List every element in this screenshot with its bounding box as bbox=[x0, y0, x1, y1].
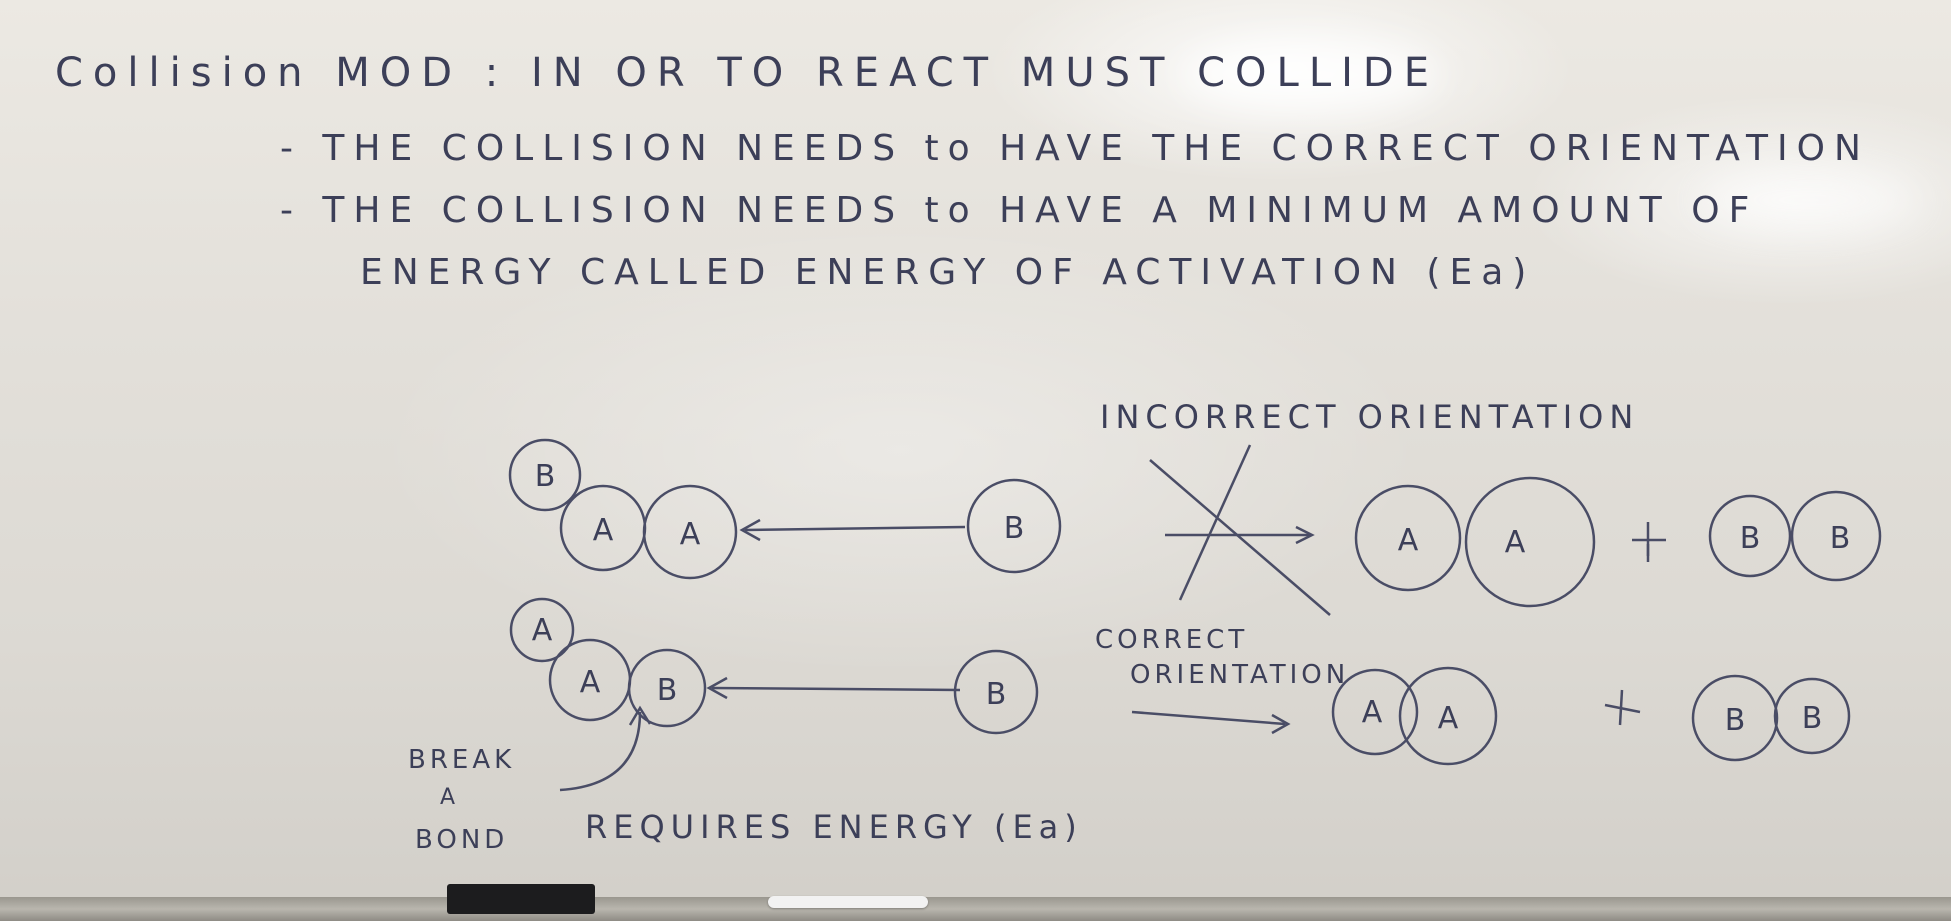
molecule-circle bbox=[509, 597, 575, 663]
atom-label: B bbox=[986, 677, 1007, 712]
bullet-orientation: - THE COLLISION NEEDS to HAVE THE CORREC… bbox=[280, 128, 1870, 169]
molecule-circle bbox=[953, 649, 1039, 735]
marker bbox=[768, 896, 928, 908]
arrow-head bbox=[1295, 525, 1315, 545]
arrow-head bbox=[706, 676, 728, 700]
molecule-circle bbox=[1464, 476, 1596, 608]
plus-sign bbox=[1604, 703, 1641, 714]
atom-label: A bbox=[1505, 525, 1526, 560]
molecule-circle bbox=[508, 438, 582, 512]
atom-label: A bbox=[1438, 701, 1459, 736]
cross-out-line bbox=[1149, 459, 1331, 616]
molecule-circle bbox=[627, 648, 707, 728]
atom-label: A bbox=[580, 665, 601, 700]
light-glare bbox=[1700, 170, 1920, 230]
molecule-circle bbox=[1773, 677, 1851, 755]
molecule-circle bbox=[642, 484, 738, 580]
arrow-head bbox=[628, 705, 652, 726]
atom-label: B bbox=[1830, 521, 1851, 556]
arrow-head bbox=[739, 518, 761, 542]
correct-label-line2: ORIENTATION bbox=[1130, 660, 1350, 690]
atom-label: B bbox=[657, 673, 678, 708]
reaction-arrow bbox=[1131, 710, 1286, 726]
atom-label: A bbox=[1398, 523, 1419, 558]
break-label-a: A bbox=[440, 785, 460, 810]
arrow-head bbox=[1271, 713, 1291, 735]
atom-label: B bbox=[1004, 511, 1025, 546]
requires-energy-label: REQUIRES ENERGY (Ea) bbox=[585, 808, 1083, 846]
molecule-circle bbox=[1331, 668, 1419, 756]
light-glare bbox=[1180, 40, 1440, 110]
atom-label: A bbox=[593, 513, 614, 548]
marker-tray bbox=[0, 897, 1951, 921]
atom-label: B bbox=[535, 459, 556, 494]
approach-arrow bbox=[744, 525, 966, 532]
atom-label: B bbox=[1802, 701, 1823, 736]
approach-arrow bbox=[711, 686, 961, 692]
molecule-circle bbox=[966, 478, 1062, 574]
bullet-energy-continued: ENERGY CALLED ENERGY OF ACTIVATION (Ea) bbox=[360, 252, 1536, 293]
molecule-circle bbox=[1398, 666, 1498, 766]
bullet-energy: - THE COLLISION NEEDS to HAVE A MINIMUM … bbox=[280, 190, 1759, 231]
bond-break-arrow bbox=[559, 711, 642, 792]
break-label: BREAK bbox=[408, 745, 516, 775]
atom-label: A bbox=[1362, 695, 1383, 730]
molecule-circle bbox=[1790, 490, 1882, 582]
cross-out-line bbox=[1178, 444, 1252, 601]
molecule-circle bbox=[1691, 674, 1779, 762]
molecule-circle bbox=[1708, 494, 1792, 578]
atom-label: B bbox=[1740, 521, 1761, 556]
plus-sign bbox=[1618, 689, 1624, 726]
eraser bbox=[447, 884, 595, 914]
atom-label: B bbox=[1725, 703, 1746, 738]
molecule-circle bbox=[1354, 484, 1462, 592]
atom-label: A bbox=[680, 517, 701, 552]
bond-label: BOND bbox=[415, 825, 509, 855]
incorrect-orientation-label: INCORRECT ORIENTATION bbox=[1100, 398, 1640, 436]
correct-label-line1: CORRECT bbox=[1095, 625, 1249, 655]
atom-label: A bbox=[532, 613, 553, 648]
board-title: Collision MOD : IN OR TO REACT MUST COLL… bbox=[55, 50, 1439, 96]
